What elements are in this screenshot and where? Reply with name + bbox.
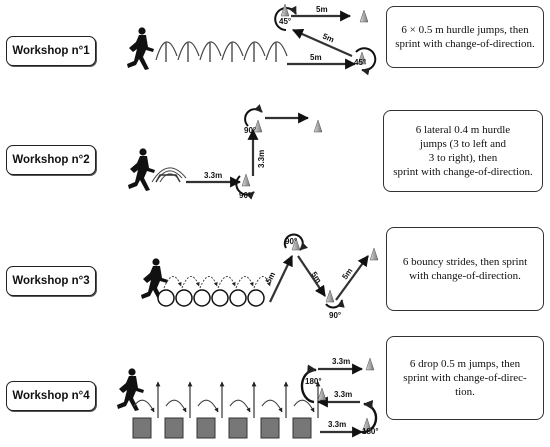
distance-top: 3.3m [332,357,350,366]
angle-label: 180° [362,427,379,436]
workshop-3-label: Workshop n°3 [6,266,96,296]
distance-segment-1: 5m [264,271,277,285]
hurdle-arcs [155,41,288,61]
workshop-2-label: Workshop n°2 [6,145,96,175]
distance-segment-2: 5m [309,270,323,285]
turn-arrow-icon [274,5,297,31]
workshop-2-description: 6 lateral 0.4 m hurdle jumps (3 to left … [383,110,543,192]
cone-icon [317,387,327,401]
cone-icon [280,3,290,17]
workshop-3-diagram: 5m 5m 5m 90° 90° [141,233,379,320]
cone-icon [365,357,375,371]
workshop-4-title: Workshop n°4 [12,390,90,402]
workshop-1-title: Workshop n°1 [12,45,90,57]
turn-arrow-icon [244,104,263,127]
runner-icon [117,368,144,411]
angle-label: 45° [279,17,291,26]
angle-label: 45° [354,58,366,67]
distance-approach: 3.3m [204,171,222,180]
cone-icon [325,289,335,303]
distance-top: 5m [316,5,328,14]
stride-arcs [163,276,271,289]
runner-icon [128,148,155,191]
angle-label: 180° [305,377,322,386]
turn-arrow-icon [361,399,378,434]
workshop-3-description: 6 bouncy strides, then sprint with chang… [386,227,544,311]
turn-arrow-icon [325,299,345,309]
workshop-2-diagram: 3.3m 3.3m 90° 90° [128,104,323,200]
stride-rings [157,289,265,307]
distance-bottom: 5m [310,53,322,62]
cone-icon [313,119,323,133]
drop-boxes [132,417,312,439]
cone-icon [369,247,379,261]
angle-label: 90° [239,191,251,200]
hurdles [165,42,277,62]
workshop-4-description: 6 drop 0.5 m jumps, then sprint with cha… [386,336,544,420]
turn-arrow-icon [283,233,308,251]
jump-arcs [133,399,315,413]
cone-icon [241,173,251,187]
workshop-1-label: Workshop n°1 [6,36,96,66]
distance-bottom: 3.3m [328,420,346,429]
workshop-3-title: Workshop n°3 [12,275,90,287]
turn-arrow-icon [300,364,317,404]
runner-icon [127,27,154,70]
workshop-1-description: 6 × 0.5 m hurdle jumps, then sprint with… [386,6,544,68]
turn-arrow-icon [355,47,377,76]
hurdle [155,174,181,183]
distance-vertical: 3.3m [257,150,266,168]
distance-diagonal: 5m [321,32,335,45]
turn-arrow-icon [235,175,255,200]
workshop-1-diagram: 5m 5m 5m 45° 45° [127,3,377,76]
workshop-4-diagram: 3.3m 3.3m 3.3m 180° 180° [117,357,379,439]
cone-icon [359,9,369,23]
distance-middle: 3.3m [334,390,352,399]
angle-label: 90° [244,126,256,135]
workshop-4-label: Workshop n°4 [6,381,96,411]
angle-label: 90° [329,311,341,320]
workshop-2-title: Workshop n°2 [12,154,90,166]
angle-label: 90° [285,237,297,246]
